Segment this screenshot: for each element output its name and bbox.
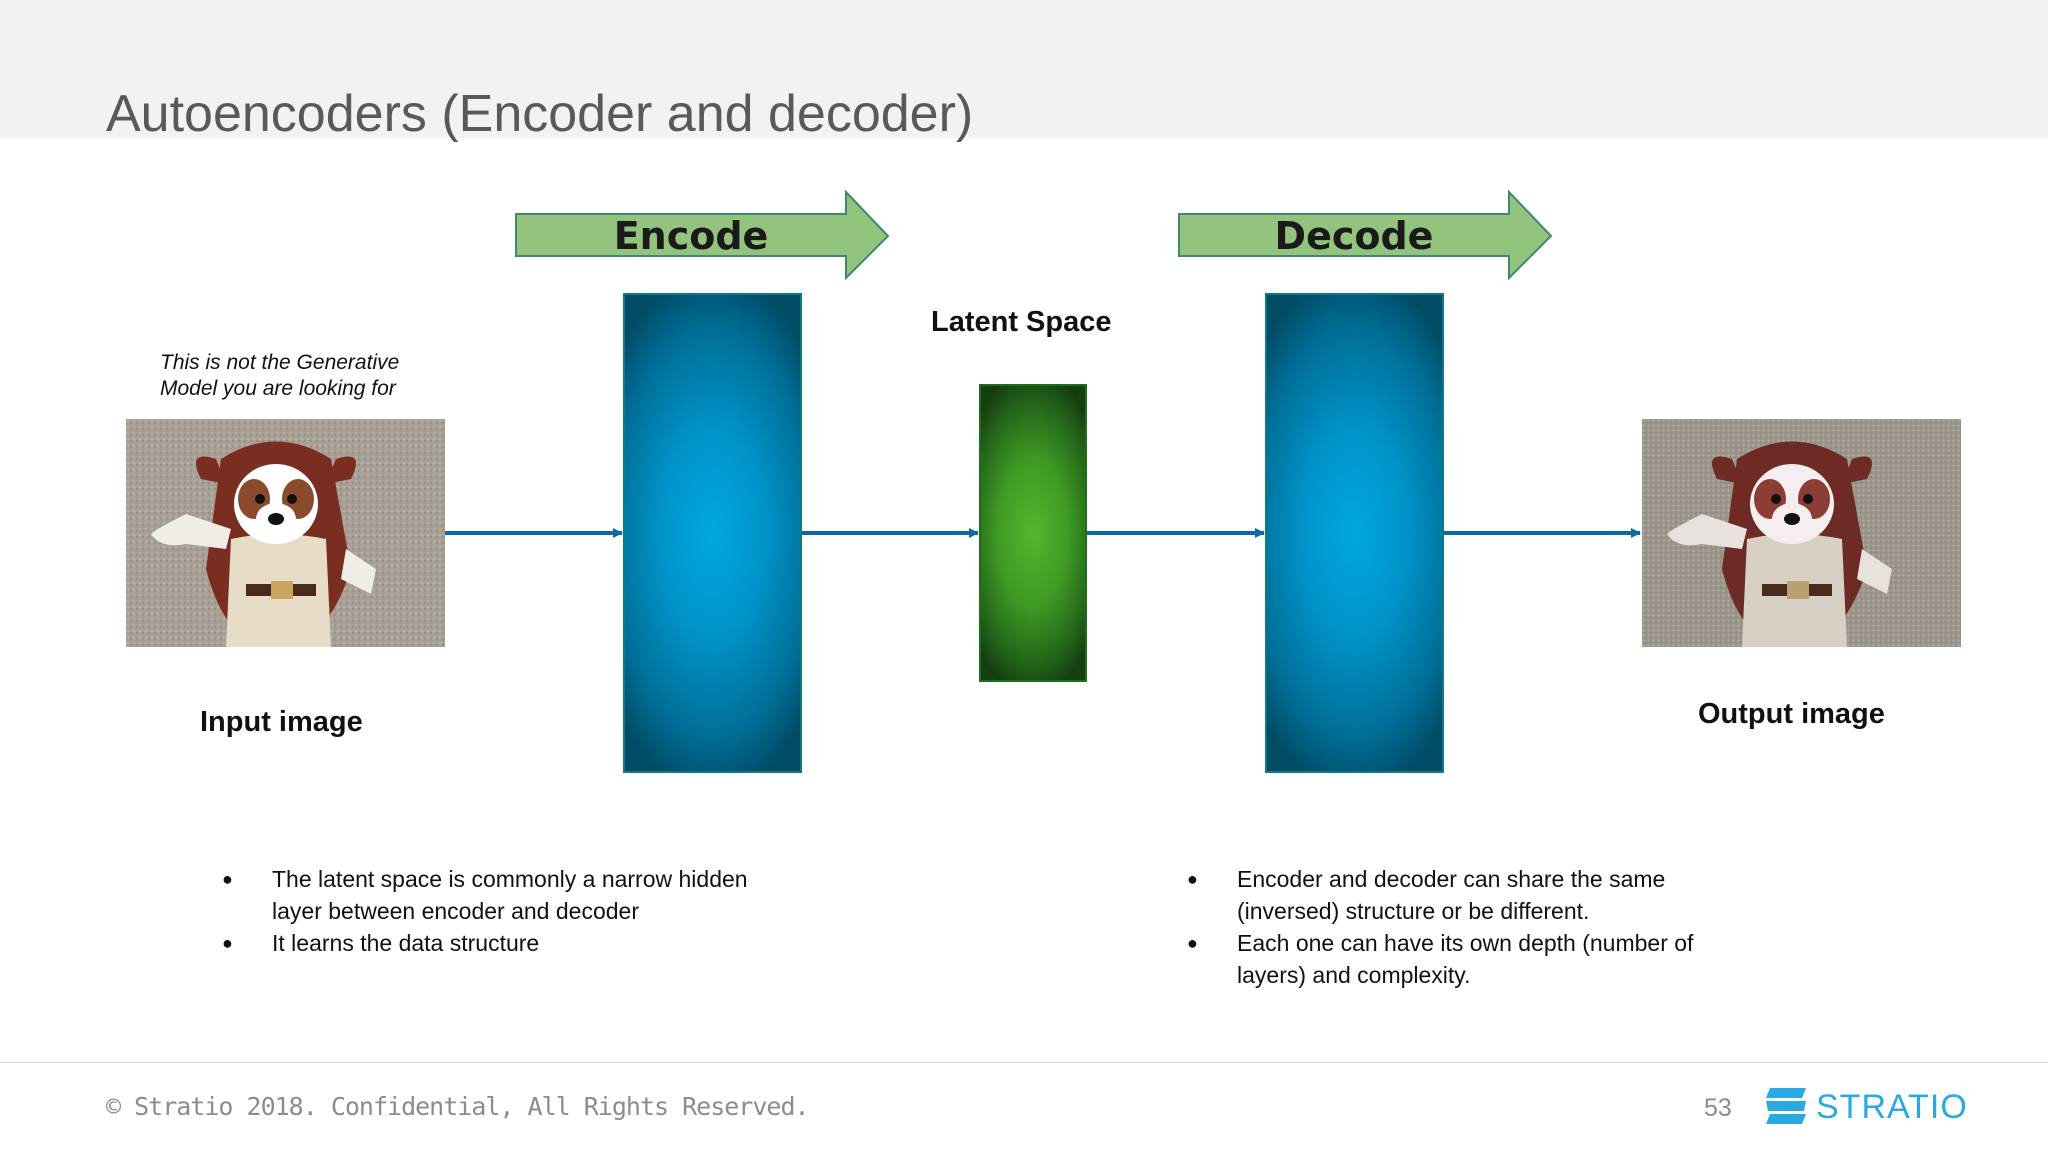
- input-image-caption: Input image: [200, 706, 363, 738]
- input-image: [126, 419, 445, 647]
- output-image: [1642, 419, 1961, 647]
- footer-divider: [0, 1062, 2048, 1063]
- encode-arrow: [515, 190, 890, 281]
- input-note: This is not the Generative Model you are…: [160, 351, 400, 400]
- bullet-list-left: The latent space is commonly a narrow hi…: [222, 863, 802, 959]
- bullet-item: It learns the data structure: [222, 927, 802, 959]
- encode-label: Encode: [613, 214, 769, 258]
- bullet-item: Each one can have its own depth (number …: [1187, 927, 1747, 991]
- footer-copyright: © Stratio 2018. Confidential, All Rights…: [106, 1092, 810, 1121]
- decode-arrow: [1178, 190, 1553, 281]
- slide-title: Autoencoders (Encoder and decoder): [106, 85, 974, 143]
- page-number: 53: [1704, 1094, 1732, 1122]
- encoder-block: [623, 293, 802, 773]
- stratio-logo-text: STRATIO: [1816, 1088, 1968, 1126]
- bullet-list-right: Encoder and decoder can share the same (…: [1187, 863, 1747, 991]
- footer: [0, 1063, 2048, 1152]
- latent-space-block: [979, 384, 1087, 682]
- stratio-logo-icon: [1766, 1088, 1806, 1124]
- bullet-item: Encoder and decoder can share the same (…: [1187, 863, 1747, 927]
- output-image-caption: Output image: [1698, 698, 1885, 730]
- header-band: [0, 0, 2048, 138]
- decoder-block: [1265, 293, 1444, 773]
- decode-label: Decode: [1274, 214, 1434, 258]
- bullet-item: The latent space is commonly a narrow hi…: [222, 863, 802, 927]
- latent-space-label: Latent Space: [931, 306, 1112, 338]
